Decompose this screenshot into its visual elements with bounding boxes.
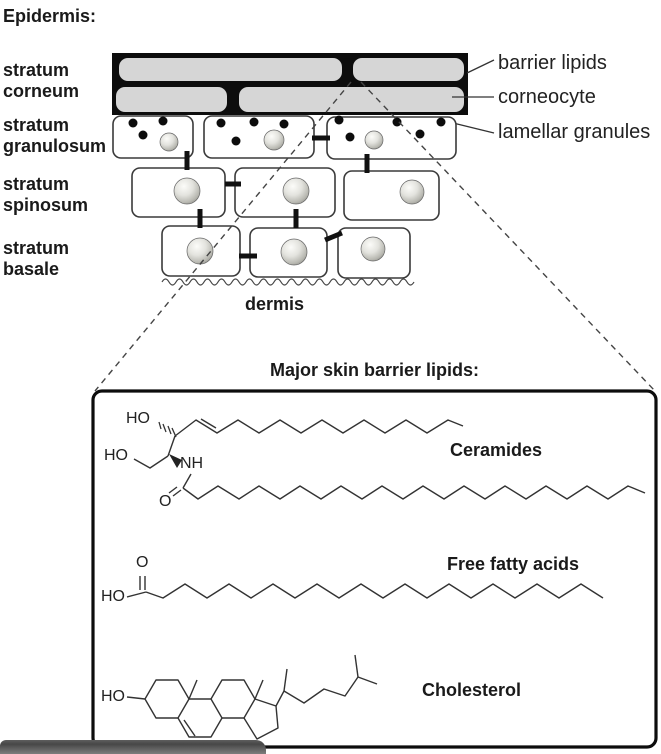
callout-corneocyte: corneocyte: [498, 86, 596, 108]
lipid-name-free-fatty-acids: Free fatty acids: [447, 554, 580, 574]
fatty-acid-chain: [145, 583, 604, 599]
atom-label-ho: HO: [101, 688, 125, 705]
leader-barrier-lipids: [466, 59, 495, 74]
spinosum-cell: [343, 170, 440, 221]
dermis-label: dermis: [245, 294, 305, 314]
dermis-boundary-wave: [161, 278, 415, 286]
lipid-panel-title: Major skin barrier lipids:: [269, 360, 480, 380]
nucleus: [282, 177, 310, 205]
magnifier-dashed-lines: [94, 81, 656, 392]
double-bond: [200, 418, 217, 429]
figure-title: Epidermis:: [3, 6, 97, 26]
layer-label-line: stratum: [3, 174, 70, 194]
atom-label-nh: NH: [180, 455, 204, 472]
hash-wedge-bond: [158, 421, 177, 438]
nucleus: [364, 130, 384, 150]
nucleus: [173, 177, 201, 205]
atom-label-ho: HO: [101, 588, 125, 605]
cholesterol-structure: [126, 654, 378, 740]
wedge-bond: [169, 454, 182, 468]
steroid-ring-D: [243, 698, 279, 740]
callout-lamellar-granules: lamellar granules: [498, 121, 651, 143]
sphingosine-chain: [174, 419, 464, 437]
layer-label-line: stratum: [3, 60, 70, 80]
methyl-branch: [357, 676, 378, 685]
dashed-line-left: [94, 81, 352, 392]
layer-label-line: stratum: [3, 115, 70, 135]
atom-label-o: O: [136, 554, 149, 571]
nucleus: [360, 236, 386, 262]
granulosum-cell: [112, 115, 194, 159]
ring-double-bond: [183, 719, 196, 737]
cell-nuclei-spinosum: [173, 177, 425, 205]
bottom-overlay-bar: [0, 740, 266, 754]
desmosome-ticks: [184, 135, 370, 259]
steroid-ring-C: [210, 679, 256, 719]
lipid-name-ceramides: Ceramides: [450, 440, 543, 460]
nucleus: [399, 179, 425, 205]
corneocyte-cell: [353, 58, 464, 81]
layer-label-stratum-basale: stratum basale: [3, 238, 69, 280]
methyl-branch: [354, 654, 359, 678]
side-chain: [275, 676, 359, 707]
layer-label-stratum-granulosum: stratum granulosum: [3, 115, 106, 157]
corneocyte-cell: [116, 87, 227, 112]
corneocyte-cell: [119, 58, 342, 81]
layer-label-stratum-spinosum: stratum spinosum: [3, 174, 88, 216]
layer-label-line: spinosum: [3, 195, 89, 215]
nucleus: [159, 132, 179, 152]
angular-methyl: [188, 679, 198, 700]
ceramide-structure: [133, 418, 646, 500]
carbonyl-double-bond: [168, 486, 178, 494]
acyl-chain: [182, 485, 646, 500]
stratum-corneum-band: [112, 53, 468, 115]
nucleus: [186, 237, 214, 265]
angular-methyl: [254, 679, 264, 700]
atom-label-ho: HO: [126, 410, 150, 427]
atom-label-ho: HO: [104, 447, 128, 464]
corneocyte-cell: [239, 87, 464, 112]
nucleus: [280, 238, 308, 266]
fatty-acid-structure: [126, 576, 604, 599]
lipid-name-cholesterol: Cholesterol: [422, 680, 522, 700]
layer-label-line: granulosum: [3, 136, 107, 156]
layer-label-line: corneum: [3, 81, 80, 101]
layer-label-line: stratum: [3, 238, 70, 258]
lipid-panel-border: [91, 389, 658, 749]
nucleus: [263, 129, 285, 151]
layer-label-stratum-corneum: stratum corneum: [3, 60, 79, 102]
atom-label-o: O: [159, 493, 172, 510]
methyl-branch: [283, 668, 288, 692]
carbonyl-double-bond: [172, 489, 182, 497]
callout-barrier-lipids: barrier lipids: [498, 52, 607, 74]
layer-label-line: basale: [3, 259, 60, 279]
dashed-line-right: [360, 81, 656, 392]
steroid-ring-B: [177, 698, 223, 738]
cell-nuclei-granulosum: [159, 129, 384, 152]
cell-nuclei-basale: [186, 236, 386, 266]
steroid-ring-A: [144, 679, 190, 719]
